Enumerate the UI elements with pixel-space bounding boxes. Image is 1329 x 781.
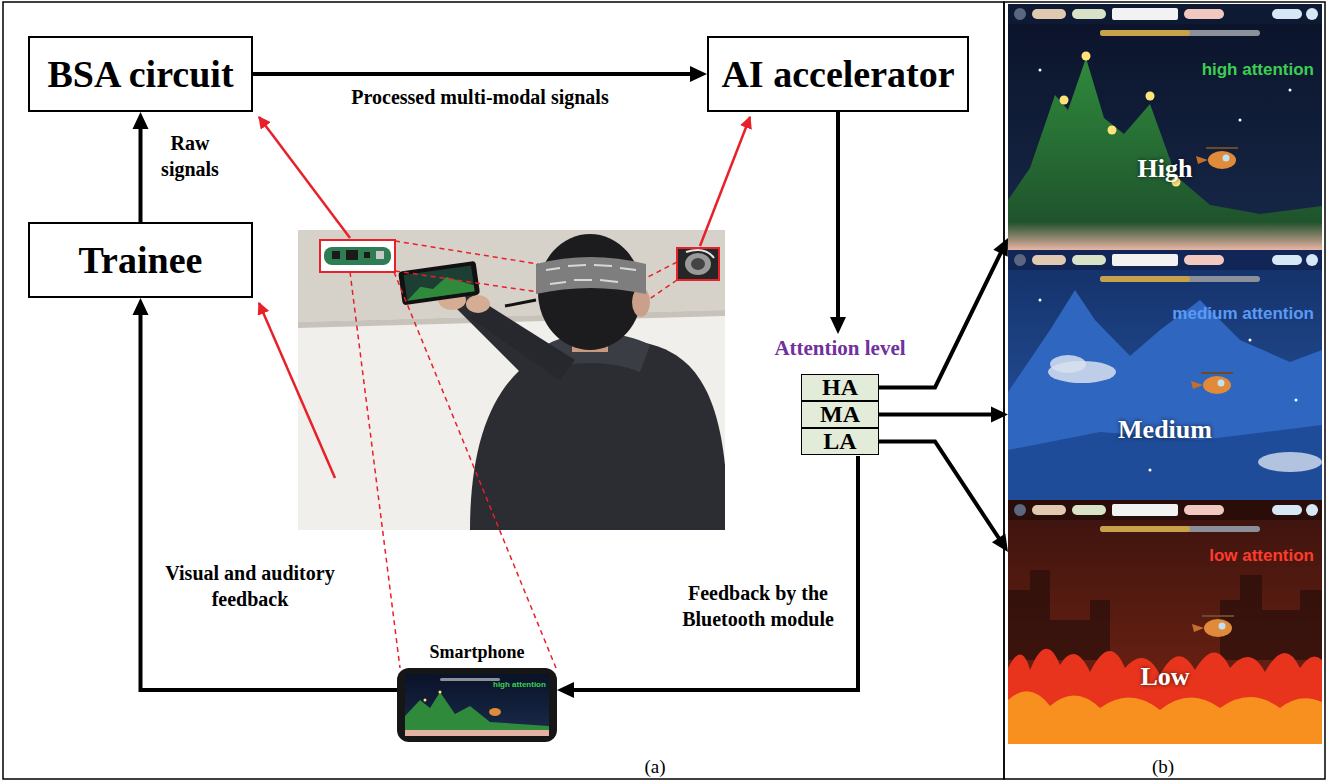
cell-label: LA: [823, 428, 856, 455]
arrow-head: [557, 682, 574, 698]
connector-line: [879, 442, 1001, 542]
process-box: Trainee: [28, 222, 253, 298]
high-attention-screen: [1008, 4, 1322, 250]
level-label: Medium: [1008, 415, 1322, 445]
box-label: Trainee: [79, 238, 203, 282]
edge-label: Raw signals: [161, 132, 219, 180]
game-screen: high attentionHigh: [1008, 4, 1322, 250]
cell-label: HA: [822, 374, 858, 401]
arrow-head: [133, 112, 149, 129]
table-cell: LA: [801, 428, 879, 455]
arrow-connector: [133, 298, 398, 690]
game-screen: medium attentionMedium: [1008, 250, 1322, 500]
connector-line: [141, 310, 398, 690]
smartphone: Smartphonehigh attention: [397, 640, 557, 744]
connector-line: [569, 456, 858, 690]
connector-line: [836, 112, 840, 322]
medium-attention-screen: [1008, 250, 1322, 500]
arrow-connector: [879, 407, 1008, 423]
process-box: BSA circuit: [28, 36, 253, 112]
edge-label-box: Visual and auditory feedback: [150, 560, 350, 612]
pointer-arrows: [259, 117, 750, 478]
device-label: Smartphone: [377, 642, 577, 663]
box-label: BSA circuit: [47, 52, 233, 96]
arrow-connector: [133, 112, 149, 222]
screen-status: medium attention: [1172, 304, 1314, 324]
arrow-head: [830, 317, 846, 334]
panel-caption: (b): [1138, 756, 1188, 778]
arrow-head: [993, 238, 1008, 257]
table-heading: Attention level: [745, 336, 935, 361]
arrow-connector: [557, 456, 858, 698]
connector-line: [879, 413, 996, 417]
cell-label: MA: [820, 401, 860, 428]
screen-status: high attention: [493, 680, 546, 689]
photo: [298, 230, 725, 530]
arrow-head: [992, 533, 1008, 552]
connector-line: [253, 72, 695, 76]
game-screen: low attentionLow: [1008, 500, 1322, 744]
arrow-connector: [879, 238, 1008, 388]
box-label: AI accelerator: [721, 52, 954, 96]
screen-status: low attention: [1209, 546, 1314, 566]
connector-line: [879, 249, 1003, 388]
smartphone-drawing: [397, 668, 557, 742]
arrow-connector: [253, 66, 707, 82]
arrow-head: [991, 407, 1008, 423]
arrow-head: [133, 298, 149, 315]
level-label: Low: [1008, 662, 1322, 692]
process-box: AI accelerator: [707, 36, 969, 112]
screen-status: high attention: [1202, 60, 1314, 80]
level-label: High: [1008, 154, 1322, 184]
low-attention-screen: [1008, 500, 1322, 744]
edge-label: Processed multi-modal signals: [351, 86, 608, 108]
edge-label-box: Raw signals: [150, 130, 230, 182]
leader-lines: [350, 241, 677, 668]
arrow-connector: [830, 112, 846, 334]
table-cell: MA: [801, 401, 879, 428]
arrow-head: [690, 66, 707, 82]
edge-label-box: Feedback by the Bluetooth module: [668, 580, 848, 632]
panel-borders: [3, 2, 1325, 779]
component-insets: [320, 240, 719, 280]
edge-label: Feedback by the Bluetooth module: [682, 582, 834, 630]
arrow-connector: [879, 442, 1008, 553]
connector-line: [139, 124, 143, 222]
table-cell: HA: [801, 374, 879, 401]
edge-label-box: Processed multi-modal signals: [290, 84, 670, 110]
attention-table: Attention levelHAMALA: [765, 336, 915, 456]
panel-caption: (a): [630, 756, 680, 778]
edge-label: Visual and auditory feedback: [165, 562, 334, 610]
